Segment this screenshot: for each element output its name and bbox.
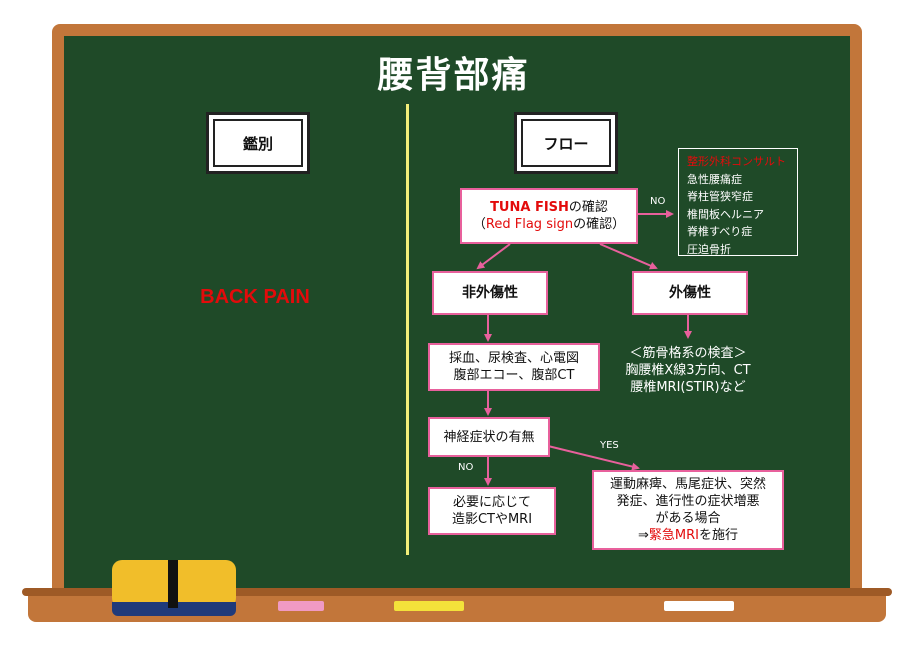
consult-box: 整形外科コンサルト 急性腰痛症 脊柱管狭窄症 椎間板ヘルニア 脊椎すべり症 圧迫… [678, 148, 798, 256]
consult-item: 急性腰痛症 [687, 171, 797, 189]
arrow-to-traumatic [600, 244, 656, 268]
no-label-neuro: NO [458, 462, 473, 473]
neuro-box: 神経症状の有無 [428, 417, 550, 457]
urgent-line: ⇒緊急MRIを施行 [638, 527, 738, 544]
arrow-to-urgent [548, 446, 638, 468]
urgent-line: 運動麻痺、馬尾症状、突然 [610, 476, 766, 493]
urgent-mri-label: 緊急MRI [649, 528, 699, 543]
trauma-tests-line: 腰椎MRI(STIR)など [604, 379, 772, 396]
non-traumatic-label: 非外傷性 [462, 285, 518, 302]
yellow-chalk [394, 601, 464, 611]
consult-item: 脊椎すべり症 [687, 223, 797, 241]
red-flag-check: の確認） [573, 217, 625, 232]
consult-item: 脊柱管狭窄症 [687, 188, 797, 206]
arrow-to-non-traumatic [478, 244, 510, 268]
tests-line: 採血、尿検査、心電図 [449, 350, 579, 367]
trauma-tests-line: ＜筋骨格系の検査＞ [604, 345, 772, 362]
tuna-fish-line2: （Red Flag signの確認） [473, 216, 625, 233]
pink-chalk [278, 601, 324, 611]
traumatic-box: 外傷性 [632, 271, 748, 315]
eraser [112, 560, 236, 616]
contrast-line: 必要に応じて [453, 494, 531, 511]
urgent-line: 発症、進行性の症状増悪 [616, 493, 759, 510]
no-label-consult: NO [650, 196, 665, 207]
tuna-fish-label: TUNA FISH [490, 200, 569, 215]
neuro-label: 神経症状の有無 [443, 429, 534, 446]
contrast-line: 造影CTやMRI [452, 511, 532, 528]
urgent-arrow: ⇒ [638, 528, 649, 543]
urgent-box: 運動麻痺、馬尾症状、突然 発症、進行性の症状増悪 がある場合 ⇒緊急MRIを施行 [592, 470, 784, 550]
non-traumatic-box: 非外傷性 [432, 271, 548, 315]
tests-box: 採血、尿検査、心電図 腹部エコー、腹部CT [428, 343, 600, 391]
traumatic-label: 外傷性 [669, 285, 711, 302]
contrast-box: 必要に応じて 造影CTやMRI [428, 487, 556, 535]
tuna-fish-box: TUNA FISHの確認 （Red Flag signの確認） [460, 188, 638, 244]
white-chalk [664, 601, 734, 611]
urgent-action: を施行 [699, 528, 738, 543]
paren-open: （ [473, 217, 486, 232]
trauma-tests-text: ＜筋骨格系の検査＞ 胸腰椎X線3方向、CT 腰椎MRI(STIR)など [604, 345, 772, 396]
tuna-fish-line1: TUNA FISHの確認 [490, 199, 608, 216]
consult-item: 椎間板ヘルニア [687, 206, 797, 224]
consult-heading: 整形外科コンサルト [687, 153, 797, 171]
red-flag-label: Red Flag sign [486, 217, 573, 232]
trauma-tests-line: 胸腰椎X線3方向、CT [604, 362, 772, 379]
tuna-fish-check: の確認 [569, 200, 608, 215]
yes-label-neuro: YES [600, 440, 619, 451]
urgent-line: がある場合 [655, 510, 720, 527]
tests-line: 腹部エコー、腹部CT [454, 367, 575, 384]
consult-item: 圧迫骨折 [687, 241, 797, 259]
